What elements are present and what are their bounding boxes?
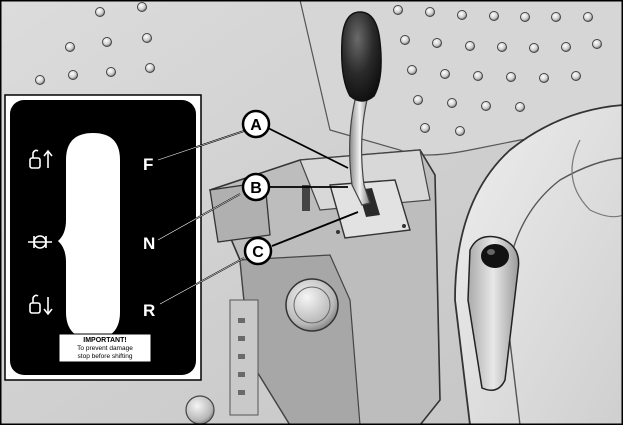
position-forward-label: F [143,155,153,174]
warning-line-1: To prevent damage [77,345,133,352]
warning-line-2: stop before shifting [78,353,133,360]
floor-boss [186,396,214,424]
position-reverse-label: R [143,301,155,320]
position-neutral-label: N [143,234,155,253]
warning-heading: IMPORTANT! [83,337,126,344]
callout-c: C [245,238,271,264]
shift-gate-slot-graphic [58,133,120,339]
shift-pattern-decal: F N R IMPORTANT! To prevent damage stop … [5,95,201,380]
callout-a-label: A [250,117,262,134]
callout-a: A [243,111,269,137]
handle-knob [481,244,509,268]
callout-c-label: C [252,244,264,261]
callout-b: B [243,174,269,200]
console-slot [302,185,310,211]
callout-b-label: B [250,180,262,197]
shift-knob [342,12,381,101]
